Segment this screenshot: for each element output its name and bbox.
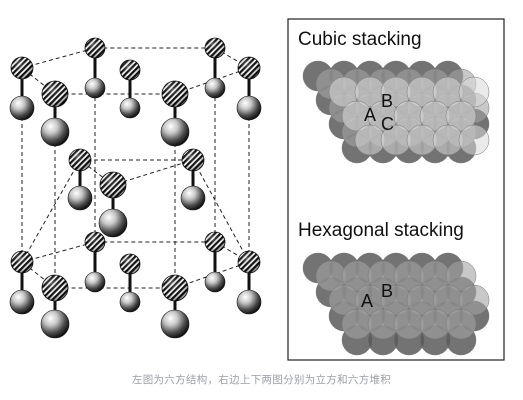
layer-b-sphere [341,308,373,340]
layer-c-sphere [406,124,438,156]
solid-atom [40,309,70,339]
solid-atom [40,117,70,147]
solid-atom [119,291,141,313]
layer-c-sphere [458,124,490,156]
layer-b-sphere [367,308,399,340]
atom-shading [11,57,33,79]
layer-c-sphere [445,100,477,132]
atom-shading [238,57,260,79]
solid-atom [204,271,226,293]
atom-shading [42,275,68,301]
atom-shading [120,254,140,274]
layer-b-sphere [445,260,477,292]
atom-shading [162,275,188,301]
cubic-layer-label-b: B [381,91,393,111]
solid-atom [84,271,106,293]
prism-edge [192,159,250,263]
layer-b-sphere [393,308,425,340]
middle-layer-triangle [78,159,194,186]
solid-atom [98,208,128,238]
hexagonal-layer-label-a: A [361,291,373,311]
atom-shading [238,251,260,273]
solid-atom [180,185,206,211]
hexagonal-stacking-diagram: Hexagonal stacking A B [298,220,490,356]
hexagonal-crystal-structure [9,37,262,339]
layer-b-sphere [419,308,451,340]
solid-atom [160,309,190,339]
layer-b-sphere [458,284,490,316]
solid-atom [9,289,35,315]
solid-atom [204,77,226,99]
figure-caption: 左图为六方结构，右边上下两图分别为立方和六方堆积 [131,374,392,386]
solid-atom [67,185,93,211]
atom-shading [182,149,204,171]
solid-atom [9,95,35,121]
cubic-layer-label-c: C [381,114,394,134]
solid-atom [160,117,190,147]
hexagonal-layer-label-b: B [381,281,393,301]
atom-shading [162,81,188,107]
layer-c-sphere [432,124,464,156]
solid-atom [84,77,106,99]
atom-shading [11,251,33,273]
cubic-stacking-title: Cubic stacking [298,29,422,50]
layer-c-sphere [458,76,490,108]
atom-shading [205,232,225,252]
solid-atom [119,97,141,119]
cubic-stacking-diagram: Cubic stacking A B C [298,29,490,164]
prism-edge [21,159,81,263]
atom-shading [85,38,105,58]
solid-atom [236,289,262,315]
solid-atom [236,95,262,121]
atom-shading [120,60,140,80]
atom-shading [100,172,126,198]
hexagonal-stacking-title: Hexagonal stacking [298,220,464,241]
atom-shading [42,81,68,107]
layer-b-sphere [445,308,477,340]
atom-shading [205,38,225,58]
atom-shading [69,149,91,171]
atom-shading [85,232,105,252]
cubic-layer-label-a: A [364,105,376,125]
